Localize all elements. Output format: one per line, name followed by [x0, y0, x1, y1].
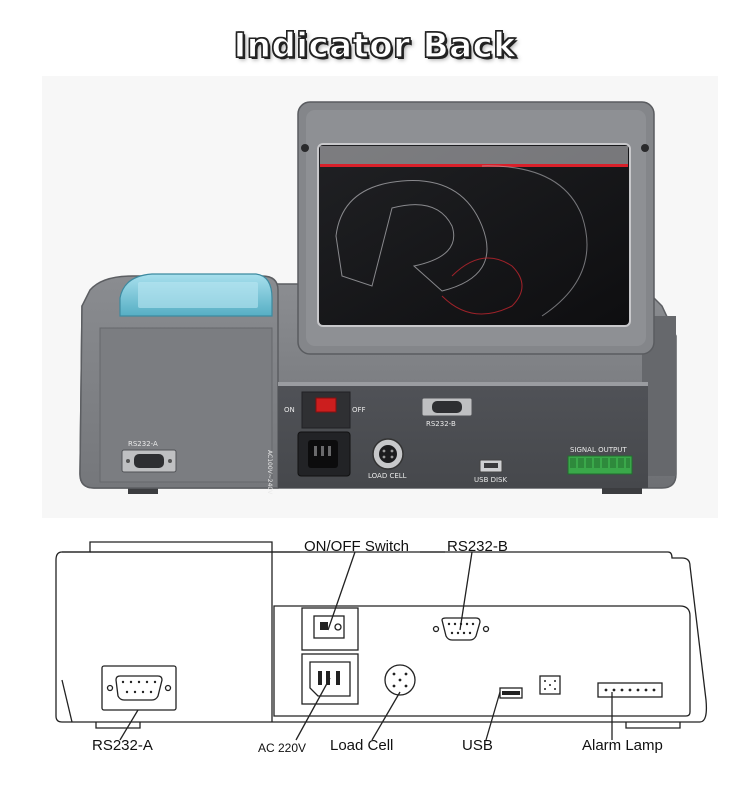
diagram-ac-label: AC 220V [258, 741, 307, 755]
photo-load-cell-label: LOAD CELL [368, 472, 407, 480]
diagram-rs232a-label: RS232-A [92, 737, 153, 754]
photo-signal-label: SIGNAL OUTPUT [570, 446, 627, 454]
photo-off-label: OFF [352, 406, 366, 414]
diagram-onoff-label: ON/OFF Switch [304, 538, 410, 555]
photo-rs232a-label: RS232-A [128, 440, 158, 448]
screen-red-line [320, 164, 628, 167]
photo-usb-label: USB DISK [474, 476, 508, 484]
diagram-rs232b-label: RS232-B [447, 538, 508, 555]
page-title: Indicator Back [233, 25, 517, 66]
diagram-load-cell-label: Load Cell [330, 737, 394, 754]
photo-rs232b-label: RS232-B [426, 420, 456, 428]
right-foot [602, 486, 642, 494]
display-screen [317, 143, 631, 327]
left-foot [128, 486, 158, 494]
diagram-lines [55, 541, 708, 741]
connector-diagram: ON/OFF Switch RS232-B RS232-A AC 220V Lo… [0, 530, 750, 792]
photo-on-label: ON [284, 406, 295, 414]
indicator-photo: ON OFF AC100V~240V RS232-A RS232-B LOAD … [42, 76, 718, 518]
photo-ac-label: AC100V~240V [266, 450, 273, 495]
diagram-alarm-label: Alarm Lamp [582, 737, 663, 754]
power-switch [315, 397, 337, 413]
indicator-body-illustration [79, 101, 677, 494]
diagram-usb-label: USB [462, 737, 493, 754]
